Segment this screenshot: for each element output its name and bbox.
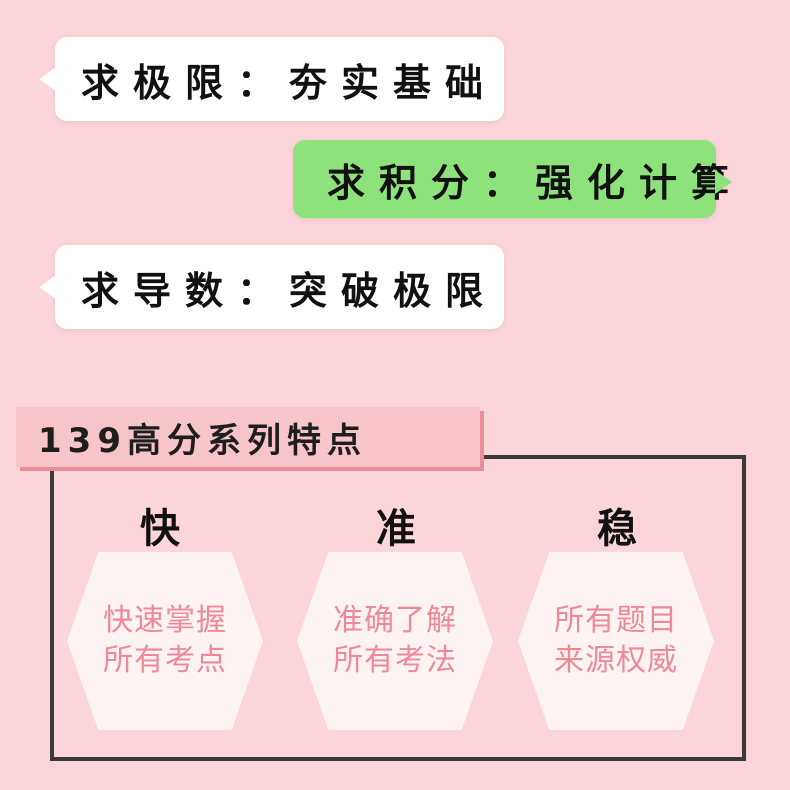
feature-line: 准确了解 <box>333 603 457 638</box>
feature-title-stable: 稳 <box>597 506 637 552</box>
features-banner: 139高分系列特点 <box>16 407 480 467</box>
bubble-text: 求导数：突破极限 <box>81 267 498 313</box>
bubble-tail-left <box>39 67 56 91</box>
feature-hexagon-accurate: 准确了解 所有考法 <box>297 552 493 730</box>
feature-line: 来源权威 <box>554 643 678 678</box>
feature-hexagon-fast: 快速掌握 所有考点 <box>67 552 263 730</box>
feature-title-fast: 快 <box>140 506 180 552</box>
feature-line: 所有题目 <box>554 603 678 638</box>
bubble-text: 求积分：强化计算 <box>327 159 744 205</box>
feature-title-accurate: 准 <box>376 506 416 552</box>
features-banner-text: 139高分系列特点 <box>38 420 367 461</box>
bubble-tail-left <box>39 275 56 299</box>
bubble-text: 求极限：夯实基础 <box>81 59 498 105</box>
feature-line: 快速掌握 <box>103 603 227 638</box>
feature-line: 所有考法 <box>333 643 457 678</box>
chat-bubble-limits: 求极限：夯实基础 <box>39 37 504 121</box>
chat-bubble-integrals: 求积分：强化计算 <box>293 140 732 218</box>
feature-hexagon-stable: 所有题目 来源权威 <box>518 552 714 730</box>
feature-line: 所有考点 <box>103 643 227 678</box>
bubble-tail-right <box>715 170 732 194</box>
chat-bubble-derivatives: 求导数：突破极限 <box>39 245 504 329</box>
